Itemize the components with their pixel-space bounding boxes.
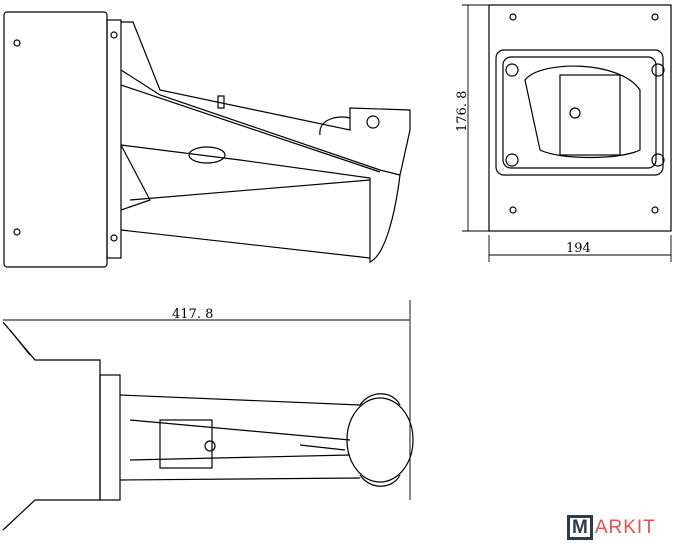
brand-plate [188,146,226,164]
logo-box-letter: M [567,515,593,540]
dim-height: 176. 8 [455,91,470,132]
dim-width: 194 [566,241,591,256]
logo-text: ARKIT [594,516,656,538]
top-view [2,321,414,531]
dim-length: 417. 8 [172,307,213,322]
dimension-lines [3,4,672,500]
watermark-logo: M ARKIT [567,515,656,540]
front-view [488,4,672,232]
side-view [3,11,411,268]
